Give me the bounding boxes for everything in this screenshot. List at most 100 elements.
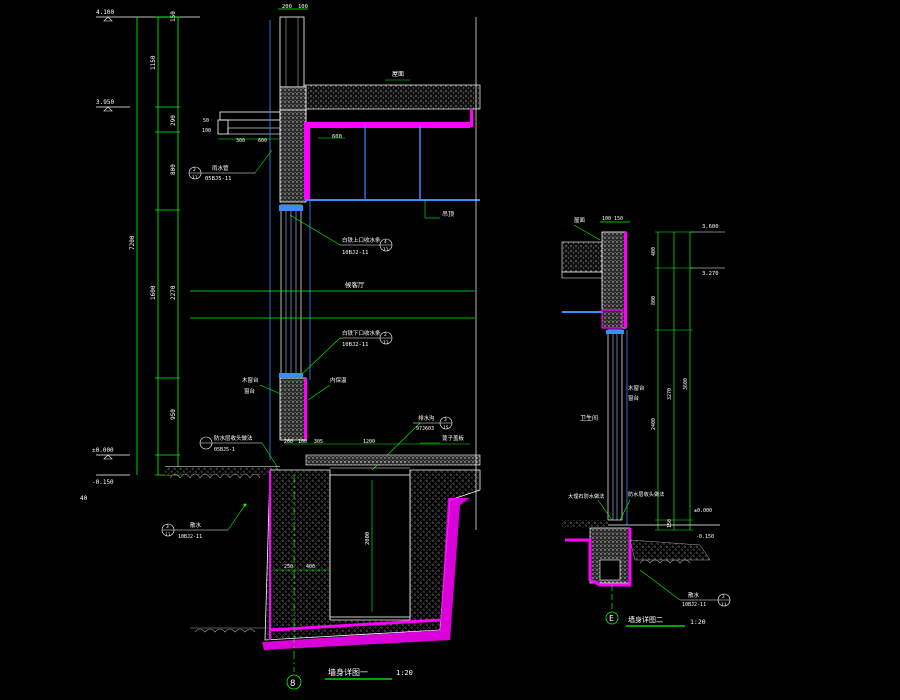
callout-waterproof-end: 防水层收头做法 05BJ5-1 [199, 434, 279, 469]
svg-text:雨水管: 雨水管 [212, 164, 229, 172]
svg-text:3: 3 [444, 417, 447, 423]
svg-text:2: 2 [722, 594, 725, 600]
d2-roof-label: 屋面 [574, 217, 586, 224]
d2-room-label: 卫生间 [580, 414, 598, 422]
dim-canopy-100: 100 [202, 128, 211, 134]
callout-upper-flashing: 白铁上口收水条 10BJ2-11 4 11 [289, 214, 393, 256]
drain-pit [329, 474, 411, 618]
d2-dim-400: 400 [651, 247, 657, 256]
d2-dim-150: 150 [667, 519, 673, 528]
dim-800: 800 [170, 164, 177, 175]
d2-waterproof-label: 大理石防水做法 [568, 492, 604, 500]
dim-total: 7200 [129, 235, 136, 250]
roof-label: 屋面 [392, 71, 404, 78]
dim-2270: 2270 [170, 285, 177, 300]
level-mark-icon [103, 106, 113, 112]
svg-text:10BJ2-11: 10BJ2-11 [342, 250, 369, 256]
dim-600-right: 600 [332, 134, 342, 140]
dim-pit-400: 400 [306, 564, 315, 570]
beam-main [279, 109, 307, 203]
dim-canopy-600: 600 [258, 138, 267, 144]
detail1-title: 墙身详图一 [328, 667, 368, 677]
svg-text:05BJ5-1: 05BJ5-1 [214, 447, 235, 453]
d2-dim-top-150: 150 [614, 216, 623, 222]
svg-text:05BJ5-11: 05BJ5-11 [205, 176, 232, 182]
svg-text:11: 11 [721, 602, 727, 608]
level-4100: 4.100 [96, 9, 114, 16]
svg-text:11: 11 [383, 340, 389, 346]
axis-bubble-8 [286, 674, 302, 690]
detail2-scale: 1:20 [690, 618, 706, 626]
svg-text:11: 11 [383, 247, 389, 253]
roof-slab [303, 84, 481, 110]
dim-ticks [155, 16, 180, 476]
svg-text:排水沟: 排水沟 [418, 414, 435, 422]
hall-label: 候客厅 [345, 280, 365, 289]
parapet [279, 16, 305, 88]
dim-mid-100: 100 [298, 439, 307, 445]
axis-8: 8 [290, 679, 295, 689]
dim-canopy-50: 50 [203, 118, 209, 124]
level-3950: 3.950 [96, 99, 114, 106]
dim-mid-1200: 1200 [363, 439, 375, 445]
label-inside: 内保温 [330, 376, 347, 384]
level-0: ±0.000 [92, 447, 114, 454]
label-grate: 蓖子盖板 [442, 434, 465, 442]
d2-level-3600: 3.600 [702, 224, 719, 230]
d2-window-sill: 窗台 [628, 394, 640, 402]
svg-text:97J603: 97J603 [416, 426, 434, 432]
d2-window [607, 329, 623, 521]
sill-wall [279, 377, 307, 441]
svg-text:防水层收头做法: 防水层收头做法 [214, 434, 253, 442]
svg-text:散水: 散水 [688, 591, 700, 599]
dim-mid-260: 260 [284, 439, 293, 445]
d2-dim-3270: 3270 [667, 388, 673, 400]
detail-1: 4.100 3.950 ±0.000 -0.150 40 7200 11 50 1… [80, 4, 481, 690]
svg-text:11: 11 [165, 532, 171, 538]
d2-dim-3600: 3600 [683, 378, 689, 390]
ceiling-label: 吊顶 [442, 211, 454, 218]
label-sill: 窗台 [244, 387, 256, 395]
d2-inner-label: 防水层收头做法 [628, 490, 664, 498]
detail1-scale: 1:20 [396, 669, 413, 677]
d2-waterproof [565, 528, 632, 587]
d2-roof [561, 241, 603, 273]
svg-text:10BJ2-11: 10BJ2-11 [178, 534, 202, 540]
d2-dim-800: 800 [651, 296, 657, 305]
svg-text:2: 2 [384, 332, 387, 338]
d2-dim-top-100: 100 [602, 216, 611, 222]
dim-1600: 1600 [150, 285, 157, 300]
d2-sill-label: 木窗台 [628, 384, 645, 392]
svg-text:3: 3 [166, 524, 169, 530]
svg-text:10BJ2-11: 10BJ2-11 [682, 602, 706, 608]
dim-mid-305: 305 [314, 439, 323, 445]
callout-lower-flashing: 白铁下口收水条 10BJ2-11 2 11 [299, 329, 393, 377]
earth-symbol [169, 473, 261, 479]
floor-slab [305, 454, 481, 466]
detail2-title: 墙身详图二 [628, 615, 663, 624]
svg-text:15: 15 [443, 425, 449, 431]
svg-text:白铁上口收水条: 白铁上口收水条 [342, 236, 381, 244]
dim-top-200: 200 [282, 4, 292, 10]
d2-callout-apron: 散水 10BJ2-11 2 11 [639, 569, 731, 608]
dim-top-100: 100 [298, 4, 308, 10]
dim-290: 290 [170, 115, 177, 126]
level-mark-icon [103, 454, 113, 460]
svg-text:散水: 散水 [190, 521, 202, 529]
canopy [219, 111, 281, 121]
label-window: 木窗台 [242, 376, 259, 384]
d2-dim-2400: 2400 [651, 418, 657, 430]
bottom-left-label: 40 [80, 495, 88, 502]
svg-text:白铁下口收水条: 白铁下口收水条 [342, 329, 381, 337]
level-mark-icon [103, 16, 113, 22]
d2-mark-0: ±0.000 [694, 508, 712, 514]
waterproof-layer [262, 498, 470, 650]
dim-150: 150 [170, 11, 177, 22]
detail-2: 100 150 屋面 卫生间 木窗台 窗台 3.600 3.270 [561, 216, 731, 627]
dim-pit-2000: 2000 [365, 532, 371, 545]
axis-e: E [609, 614, 614, 623]
svg-text:11: 11 [192, 175, 198, 181]
level-neg150: -0.150 [92, 479, 114, 486]
